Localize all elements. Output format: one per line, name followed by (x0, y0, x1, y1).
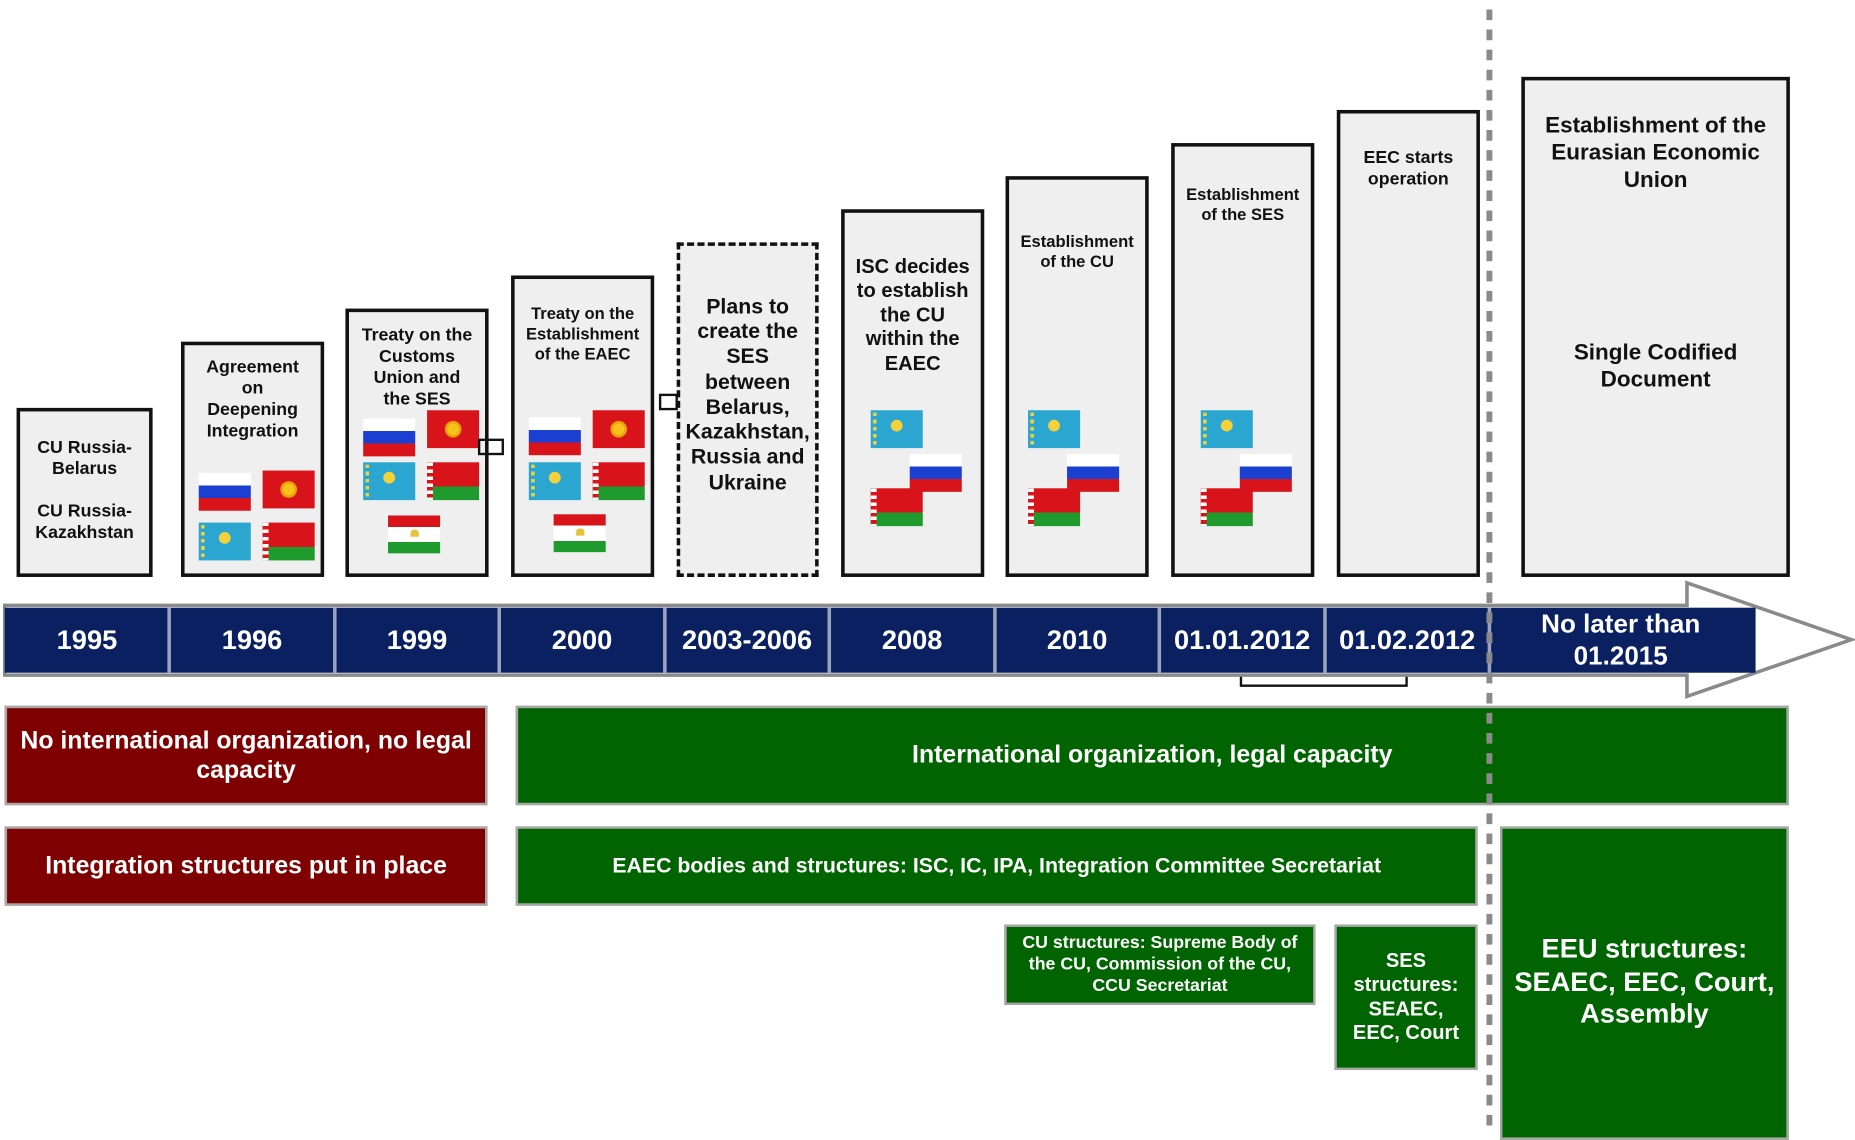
russia-flag-icon (198, 472, 251, 511)
milestone-1999: Treaty on the Customs Union and the SES (345, 308, 489, 577)
kazakhstan-flag-icon (870, 410, 923, 449)
timeline-year: 1996 (221, 624, 283, 655)
band-ses-structures: SES structures: SEAEC, EEC, Court (1334, 924, 1478, 1070)
timeline-year: 2000 (551, 624, 613, 655)
russia-flag-icon (528, 417, 581, 456)
belarus-flag-icon (592, 462, 645, 501)
band-eeu-structures: EEU structures: SEAEC, EEC, Court, Assem… (1500, 826, 1789, 1140)
timeline-year: 01.01.2012 (1174, 624, 1311, 655)
band-integration-structures: Integration structures put in place (4, 826, 488, 906)
band-cu-structures: CU structures: Supreme Body of the CU, C… (1004, 924, 1316, 1005)
milestone-eeu: Establishment of the Eurasian Economic U… (1521, 76, 1790, 577)
milestone-01-02-2012: EEC starts operation (1336, 109, 1480, 577)
kyrgyzstan-flag-icon (592, 410, 645, 449)
milestone-1996: Agreement on Deepening Integration (180, 341, 325, 577)
milestone-text: Plans to create the SES between Belarus,… (685, 294, 810, 494)
milestone-2003-2006: Plans to create the SES between Belarus,… (676, 242, 819, 577)
belarus-flag-icon (1028, 488, 1081, 527)
milestone-text: Establishment of the CU (1020, 231, 1134, 271)
milestone-text: Establishment of the Eurasian Economic U… (1545, 113, 1767, 193)
milestone-01-01-2012: Establishment of the SES (1171, 143, 1315, 577)
milestone-text: EEC starts operation (1363, 147, 1454, 190)
russia-flag-icon (909, 454, 962, 492)
milestone-2010: Establishment of the CU (1005, 176, 1149, 577)
milestone-2008: ISC decides to establish the CU within t… (841, 209, 985, 577)
belarus-flag-icon (870, 488, 923, 527)
kyrgyzstan-flag-icon (262, 470, 315, 509)
milestone-subtext: Single Codified Document (1573, 340, 1738, 393)
milestone-text: Treaty on the Establishment of the EAEC (526, 303, 640, 363)
belarus-flag-icon (1200, 488, 1253, 527)
timeline-year: 1999 (386, 624, 448, 655)
russia-flag-icon (363, 418, 416, 457)
tajikistan-flag-icon (553, 514, 606, 553)
tajikistan-flag-icon (388, 515, 441, 554)
kazakhstan-flag-icon (1028, 410, 1081, 449)
milestone-text: ISC decides to establish the CU within t… (855, 255, 970, 375)
timeline-year: 2008 (881, 624, 943, 655)
milestone-text: CU Russia- Belarus CU Russia- Kazakhstan (35, 437, 134, 543)
belarus-flag-icon (262, 522, 315, 561)
timeline-year: 2010 (1046, 624, 1108, 655)
milestone-text: Establishment of the SES (1186, 184, 1300, 224)
band-eaec-bodies: EAEC bodies and structures: ISC, IC, IPA… (515, 826, 1478, 906)
kazakhstan-flag-icon (1200, 410, 1253, 449)
band-international-organization: International organization, legal capaci… (515, 705, 1789, 806)
russia-flag-icon (1067, 454, 1120, 492)
timeline-year: 2003-2006 (681, 624, 813, 655)
milestone-text: Treaty on the Customs Union and the SES (361, 325, 473, 410)
timeline-year: 01.02.2012 (1339, 624, 1476, 655)
band-no-organization: No international organization, no legal … (4, 705, 488, 806)
milestone-1995: CU Russia- Belarus CU Russia- Kazakhstan (16, 407, 153, 577)
russia-flag-icon (1239, 454, 1292, 492)
kazakhstan-flag-icon (198, 522, 251, 561)
milestone-2000: Treaty on the Establishment of the EAEC (511, 275, 655, 577)
kyrgyzstan-flag-icon (427, 410, 480, 449)
timeline-year: No later than 01.2015 (1541, 609, 1701, 670)
belarus-flag-icon (427, 462, 480, 501)
kazakhstan-flag-icon (363, 462, 416, 501)
timeline-year: 1995 (56, 624, 118, 655)
milestone-text: Agreement on Deepening Integration (206, 357, 299, 441)
kazakhstan-flag-icon (528, 462, 581, 501)
